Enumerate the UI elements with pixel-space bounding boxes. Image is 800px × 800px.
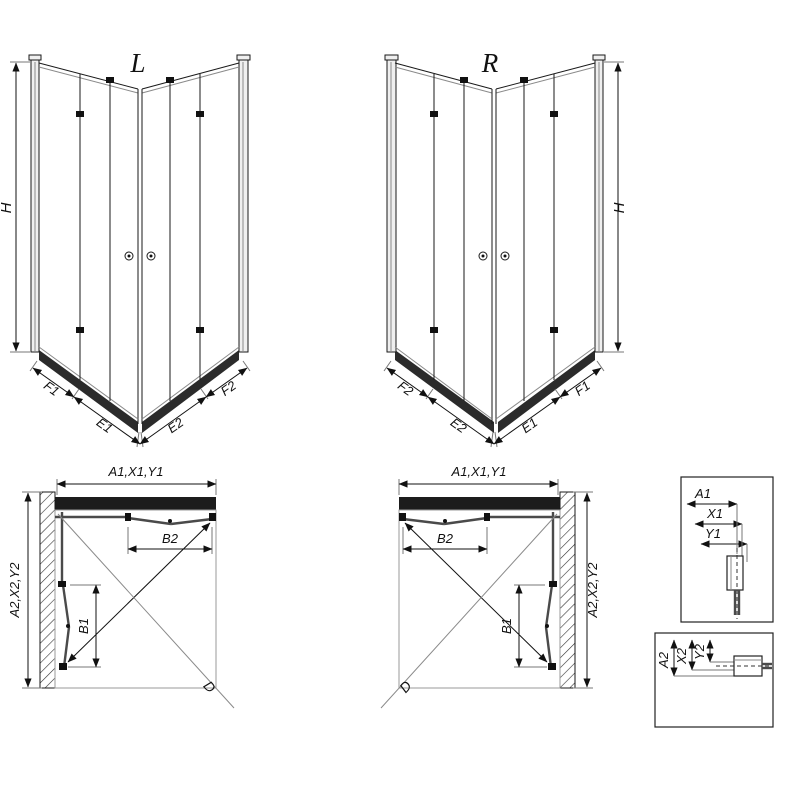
- door-handle-icon: [146, 251, 156, 261]
- dim-label-width: A1,X1,Y1: [451, 464, 507, 479]
- dim-label-b1: B1: [499, 618, 514, 634]
- dimension-line-f2: [386, 367, 429, 398]
- iso-view-left: L: [0, 48, 251, 448]
- door-pivot-block: [58, 581, 66, 587]
- door-end-profile: [209, 513, 216, 521]
- door-pivot-block: [549, 581, 557, 587]
- door-end-profile: [548, 663, 556, 670]
- door-pivot-block: [484, 513, 490, 521]
- plan-view-left: A1,X1,Y1 A2,X2,Y2 B2 B1: [7, 464, 235, 709]
- wall-profile-right-cap: [236, 54, 251, 61]
- door-handle-dot: [149, 254, 153, 258]
- dimension-line-e1: [73, 396, 141, 445]
- detail-box-depth-profile: A2 X2 Y2: [654, 632, 774, 728]
- dimension-line-f1: [32, 367, 75, 398]
- wall-profile-left-cap: [384, 54, 399, 61]
- door-handle-icon: [500, 251, 510, 261]
- dim-label-h: H: [0, 202, 15, 213]
- wall-profile-left-cap: [28, 54, 42, 61]
- variant-label-right: R: [481, 48, 499, 78]
- door-pivot-block: [125, 513, 131, 521]
- hinge-bracket-icon: [460, 77, 468, 83]
- dim-label-y1: Y1: [705, 526, 721, 541]
- hinge-bracket-icon: [196, 327, 204, 333]
- dim-label-y2: Y2: [692, 643, 707, 660]
- dim-label-b1: B1: [76, 618, 91, 634]
- dimension-line-f1: [559, 367, 602, 398]
- hinge-bracket-icon: [520, 77, 528, 83]
- hinge-bracket-icon: [430, 111, 438, 117]
- dim-label-f1: F1: [41, 378, 62, 399]
- dim-label-h: H: [611, 202, 628, 213]
- detail-frame: [654, 632, 774, 728]
- dim-label-b2: B2: [437, 531, 454, 546]
- door-handle-icon: [124, 251, 134, 261]
- dim-label-b2: B2: [162, 531, 179, 546]
- dimension-line-e2: [427, 396, 495, 445]
- dim-label-depth: A2,X2,Y2: [585, 562, 600, 619]
- shower-tray-outline: [398, 509, 561, 689]
- corner-diagonal-line: [380, 513, 558, 709]
- hinge-bracket-icon: [76, 111, 84, 117]
- dim-label-x2: X2: [674, 647, 689, 665]
- door-handle-icon: [478, 251, 488, 261]
- hinge-bracket-icon: [550, 111, 558, 117]
- wall-profile-right-cap: [592, 54, 606, 61]
- fold-hinge-dot: [168, 519, 172, 523]
- hinge-bracket-icon: [430, 327, 438, 333]
- dimension-line-f2: [205, 367, 248, 398]
- dimension-line-e1: [493, 396, 561, 445]
- entry-diagonal-dimension: [404, 522, 548, 663]
- dim-label-f1: F1: [572, 378, 593, 399]
- dim-label-a2: A2: [656, 651, 671, 669]
- hinge-bracket-icon: [550, 327, 558, 333]
- hinge-bracket-icon: [76, 327, 84, 333]
- corner-diagonal-line: [57, 513, 235, 709]
- dimension-line-e2: [139, 396, 207, 445]
- glass-wall-top-plan: [399, 497, 560, 510]
- shower-tray-outline: [54, 509, 217, 689]
- door-handle-dot: [503, 254, 507, 258]
- wall-profile-section: [726, 555, 744, 591]
- iso-view-right: R H: [383, 48, 628, 448]
- glass-wall-top-plan: [55, 497, 216, 510]
- fold-hinge-dot: [66, 624, 70, 628]
- door-handle-dot: [481, 254, 485, 258]
- fold-hinge-dot: [443, 519, 447, 523]
- door-end-profile: [399, 513, 406, 521]
- hinge-bracket-icon: [106, 77, 114, 83]
- door-handle-dot: [127, 254, 131, 258]
- detail-box-width-profile: A1 X1 Y1: [680, 476, 774, 623]
- door-end-profile: [59, 663, 67, 670]
- plan-view-right: A1,X1,Y1 A2,X2,Y2 B2 B1 D: [380, 464, 600, 709]
- dim-label-x1: X1: [706, 506, 723, 521]
- room-wall-hatched: [39, 491, 56, 689]
- entry-diagonal-dimension: [67, 522, 211, 663]
- dim-label-a1: A1: [694, 486, 711, 501]
- room-wall-hatched: [559, 491, 576, 689]
- hinge-bracket-icon: [166, 77, 174, 83]
- variant-label-left: L: [129, 48, 145, 78]
- fold-hinge-dot: [545, 624, 549, 628]
- dim-label-width: A1,X1,Y1: [108, 464, 164, 479]
- hinge-bracket-icon: [196, 111, 204, 117]
- dim-label-depth: A2,X2,Y2: [7, 562, 22, 619]
